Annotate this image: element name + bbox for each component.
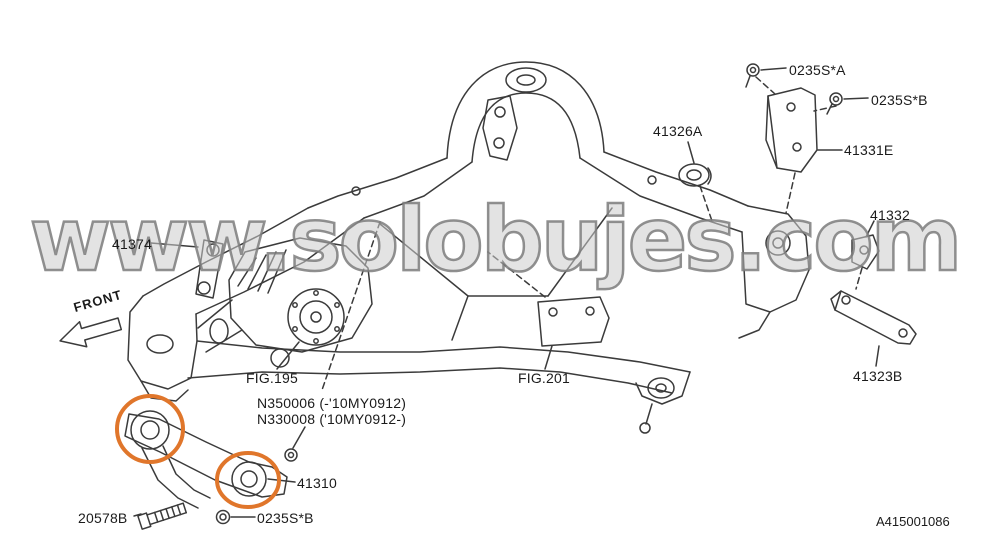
bushing-41326A [678,163,712,187]
front-arrow-icon [59,317,123,348]
bolt-0235SA-icon [745,63,760,88]
figure-ref-201: FIG.201 [518,370,570,386]
part-label-41310: 41310 [297,475,337,491]
part-label-N330008: N330008 ('10MY0912-) [257,411,407,427]
bar-41323B [830,290,917,345]
part-label-41374: 41374 [112,236,152,252]
bracket-41332 [851,234,880,270]
figure-ref-195: FIG.195 [246,370,298,386]
part-label-41332: 41332 [870,207,910,223]
highlight-circles [115,394,281,509]
differential [197,237,373,368]
part-label-41323B: 41323B [853,368,903,384]
part-label-41326A: 41326A [653,123,703,139]
highlight-circle-right [215,451,281,509]
part-label-0235SB-top: 0235S*B [871,92,928,108]
highlight-circle-left [115,394,185,464]
leader-lines [133,67,880,518]
fig201-bracket [537,296,610,347]
dashed-lines [321,76,863,391]
subframe-crossmember [127,61,810,434]
part-label-N350006: N350006 (-'10MY0912) [257,395,407,411]
part-label-20578B: 20578B [78,510,128,526]
bolt-20578B-icon [137,502,188,530]
part-label-0235SB-bottom: 0235S*B [257,510,314,526]
part-41374-link [195,239,224,299]
document-id: A415001086 [876,514,950,529]
part-label-0235SA-top: 0235S*A [789,62,846,78]
nut-N350006-icon [284,448,298,462]
nut-0235SB-bottom-icon [215,509,231,525]
bolt-0235SB-top-icon [826,92,843,115]
bracket-41331E [765,87,818,173]
part-label-41331E: 41331E [844,142,894,158]
